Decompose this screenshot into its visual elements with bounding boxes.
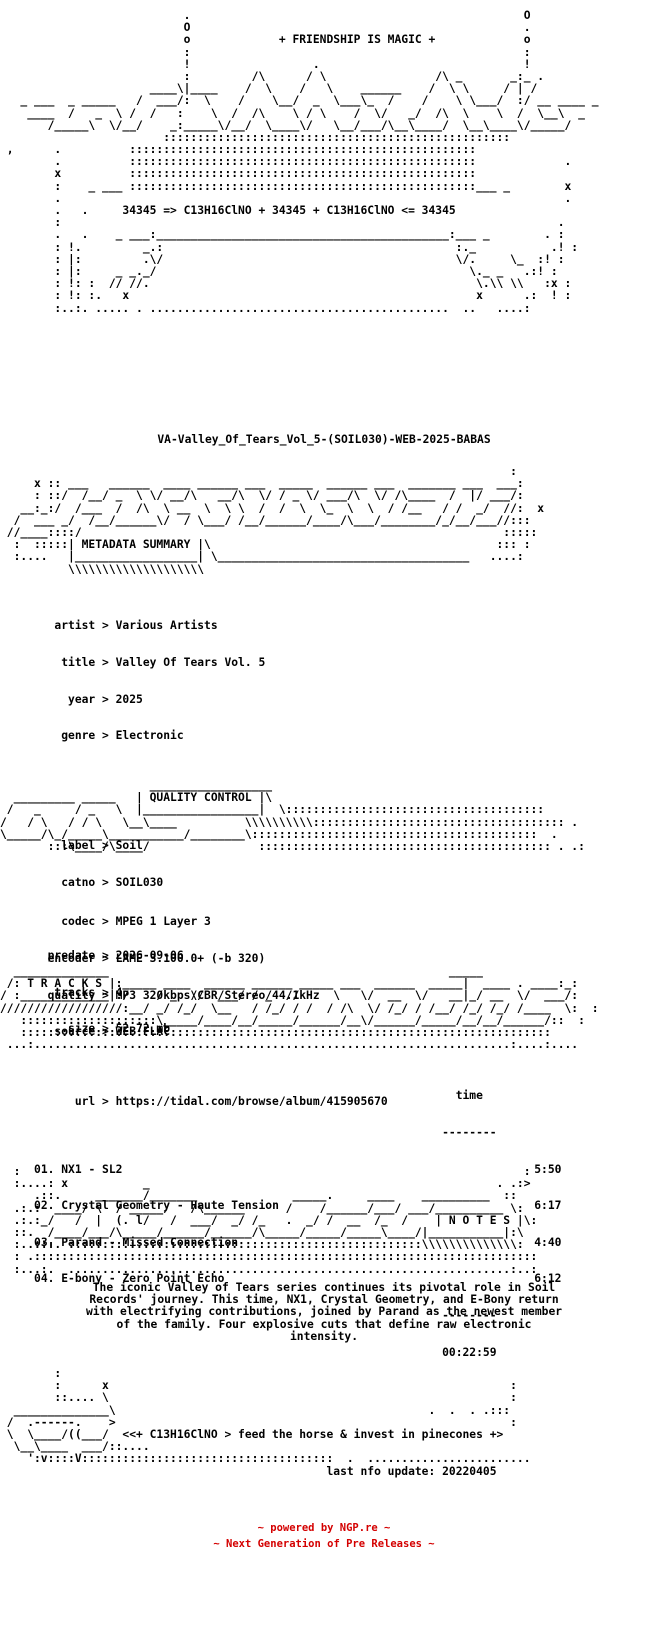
tracks-total-time: 00:22:59: [442, 1345, 497, 1359]
quality-list: codec > MPEG 1 Layer 3 encoder > LAME 3.…: [0, 892, 648, 1063]
tracks-time-header-row: time: [0, 1090, 648, 1102]
nfo-document: . O O . o + FRIENDSHIP IS MAGIC +: [0, 0, 648, 1478]
metadata-size-value: 52.72 mb: [115, 1022, 171, 1036]
header-ascii-art: . O O . o + FRIENDSHIP IS MAGIC +: [20, 10, 599, 145]
track-number: 04.: [34, 1272, 55, 1286]
notes-text: The iconic Valley of Tears series contin…: [85, 1282, 563, 1343]
track-number: 03.: [34, 1235, 55, 1249]
track-time: 6:17: [534, 1199, 562, 1213]
metadata-year-row: year > 2025: [0, 692, 143, 706]
notes-ascii-art: : : :....: x _ . .:> .::. _______/______…: [13, 1166, 538, 1276]
metadata-label-value: Soil: [115, 839, 143, 853]
tracks-divider-bottom: --------: [0, 1309, 497, 1323]
quality-source-value: WEB FLAC: [115, 1025, 171, 1039]
quality-quality-row: quality > MP3 320kbps/CBR/Stereo/44.1kHz: [0, 988, 320, 1002]
track-number: 02.: [34, 1199, 55, 1213]
track-row-3: 03. Parand - Missed Connection 4:40: [0, 1235, 648, 1249]
quality-encoder-row: encoder > LAME 3.100.0+ (-b 320): [0, 952, 266, 966]
quality-quality-value: MP3 320kbps/CBR/Stereo/44.1kHz: [115, 988, 320, 1002]
release-name: VA-Valley_Of_Tears_Vol_5-(SOIL030)-WEB-2…: [157, 434, 491, 446]
track-row-2: 02. Crystal Geometry - Haute Tension 6:17: [0, 1200, 648, 1212]
metadata-predate-row: predate > 2026-09-06: [0, 948, 184, 962]
footer-ascii-art: : : x : ::.... \ : ______________\: [6, 1368, 531, 1466]
tracks-divider: --------: [0, 1126, 497, 1140]
tracks-ascii-art: ______________ _____ /: T R A C K S |:__…: [0, 966, 599, 1052]
track-title: NX1 - SL2: [61, 1162, 123, 1176]
quality-control-ascii-art: __________________ _________ _____ | QUA…: [0, 780, 585, 854]
metadata-artist-row: artist > Various Artists: [0, 619, 218, 633]
metadata-title-value: Valley Of Tears Vol. 5: [115, 656, 266, 670]
metadata-genre-row: genre > Electronic: [0, 729, 184, 743]
tracks-time-header: time: [455, 1089, 483, 1103]
quality-source-row: source > WEB FLAC: [0, 1025, 171, 1039]
formula-ascii-art: , . ::::::::::::::::::::::::::::::::::::…: [6, 144, 579, 315]
track-row-1: 01. NX1 - SL2 5:50: [0, 1162, 648, 1176]
track-list: time -------- 01. NX1 - SL2 5:50 02. Crys…: [0, 1066, 648, 1383]
track-title: Parand - Missed Connection: [61, 1235, 239, 1249]
last-nfo-update: last nfo update: 20220405: [326, 1466, 497, 1478]
metadata-genre-value: Electronic: [115, 729, 184, 743]
metadata-url-row: url > https://tidal.com/browse/album/415…: [0, 1095, 388, 1109]
metadata-list: artist > Various Artists title > Valley …: [0, 596, 648, 1133]
quality-codec-row: codec > MPEG 1 Layer 3: [0, 915, 211, 929]
next-gen-tagline: ~ Next Generation of Pre Releases ~: [213, 1538, 435, 1550]
metadata-summary-ascii-art: : x :: ___ ______ ____ ______ ___ _____ …: [6, 466, 545, 576]
track-title: Crystal Geometry - Haute Tension: [61, 1199, 279, 1213]
metadata-catno-value: SOIL030: [115, 875, 164, 889]
quality-codec-value: MPEG 1 Layer 3: [115, 915, 211, 929]
quality-encoder-value: LAME 3.100.0+ (-b 320): [115, 952, 266, 966]
metadata-label-row: label > Soil: [0, 839, 143, 853]
last-update-row: last nfo update: 20220405: [0, 1466, 648, 1478]
metadata-tracks-value: 4: [115, 985, 123, 999]
track-time: 5:50: [534, 1162, 562, 1176]
metadata-year-value: 2025: [115, 692, 143, 706]
metadata-catno-row: catno > SOIL030: [0, 875, 164, 889]
metadata-size-row: size > 52.72 mb: [0, 1022, 171, 1036]
track-row-4: 04. E-bony - Zero Point Echo 6:12: [0, 1273, 648, 1285]
metadata-title-row: title > Valley Of Tears Vol. 5: [0, 656, 266, 670]
track-time: 4:40: [534, 1235, 562, 1249]
metadata-artist-value: Various Artists: [115, 619, 218, 633]
track-title: E-bony - Zero Point Echo: [61, 1272, 225, 1286]
track-time: 6:12: [534, 1272, 562, 1286]
powered-by-footer: ~ powered by NGP.re ~ ~ Next Generation …: [0, 1520, 648, 1552]
metadata-tracks-row: tracks > 4: [0, 985, 123, 999]
powered-by-link[interactable]: ~ powered by NGP.re ~: [257, 1522, 391, 1534]
metadata-predate-value: 2026-09-06: [115, 948, 184, 962]
metadata-url-value: https://tidal.com/browse/album/415905670: [115, 1095, 388, 1109]
tracks-total-row: 00:22:59: [0, 1345, 648, 1359]
track-number: 01.: [34, 1162, 55, 1176]
